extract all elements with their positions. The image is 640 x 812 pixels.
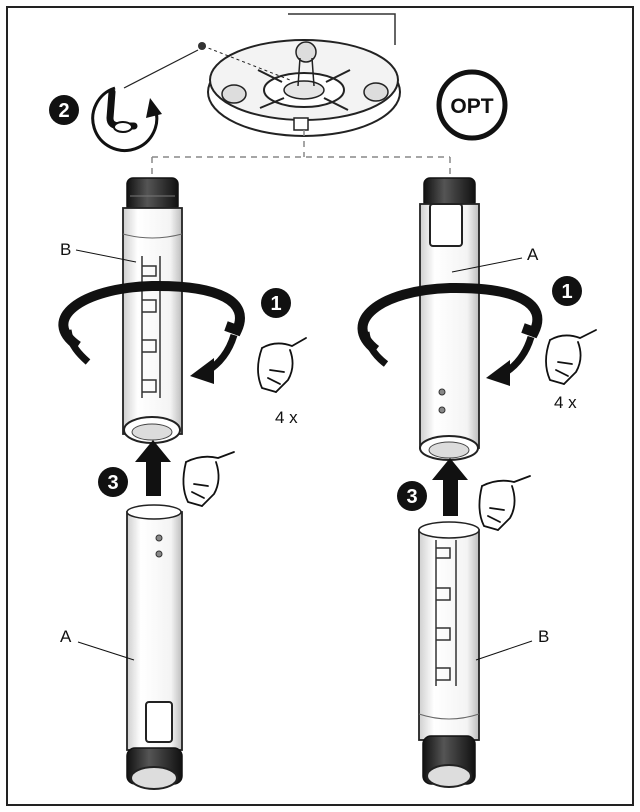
hand-icon-left-insert (182, 451, 235, 507)
ceiling-plate (207, 13, 401, 137)
step-2-badge: 2 (49, 95, 79, 125)
step-1-right-number: 1 (561, 281, 572, 303)
left-upper-tube-b (122, 177, 183, 444)
hand-icon-right-insert (478, 475, 531, 531)
step-3-right-number: 3 (406, 486, 417, 508)
label-b-right-bottom-text: B (538, 627, 549, 646)
insert-arrow-left (135, 440, 171, 496)
step-1-left-number: 1 (270, 293, 281, 315)
diagram-frame (6, 6, 634, 806)
optional-badge-text: OPT (450, 95, 493, 118)
optional-badge: OPT (436, 69, 508, 141)
step-3-left-badge: 3 (98, 467, 128, 497)
times-label-left: 4 x (275, 408, 298, 427)
set-screw (123, 42, 291, 89)
step-1-left-badge: 1 (261, 288, 291, 318)
hand-icon-left-rotate (257, 337, 307, 393)
left-lower-tube-a (126, 504, 183, 790)
label-b-left: B (60, 240, 137, 263)
step-3-left-number: 3 (107, 472, 118, 494)
tighten-icon (91, 86, 162, 152)
insert-arrow-right (432, 458, 468, 516)
times-label-right: 4 x (554, 393, 577, 412)
label-b-right-bottom: B (475, 627, 549, 661)
right-lower-tube-b (418, 521, 480, 788)
label-a-right-top-text: A (527, 245, 539, 264)
label-a-left-bottom: A (60, 627, 135, 661)
label-b-left-text: B (60, 240, 71, 259)
label-a-right-top: A (451, 245, 539, 273)
hand-icon-right-rotate (545, 329, 597, 385)
step-2-number: 2 (58, 100, 69, 122)
step-1-right-badge: 1 (552, 276, 582, 306)
right-upper-tube-a (419, 177, 480, 461)
step-3-right-badge: 3 (397, 481, 427, 511)
alignment-guides (151, 130, 451, 176)
rotate-arrow-right (357, 282, 543, 386)
rotate-arrow-left (58, 280, 245, 384)
label-a-left-bottom-text: A (60, 627, 72, 646)
